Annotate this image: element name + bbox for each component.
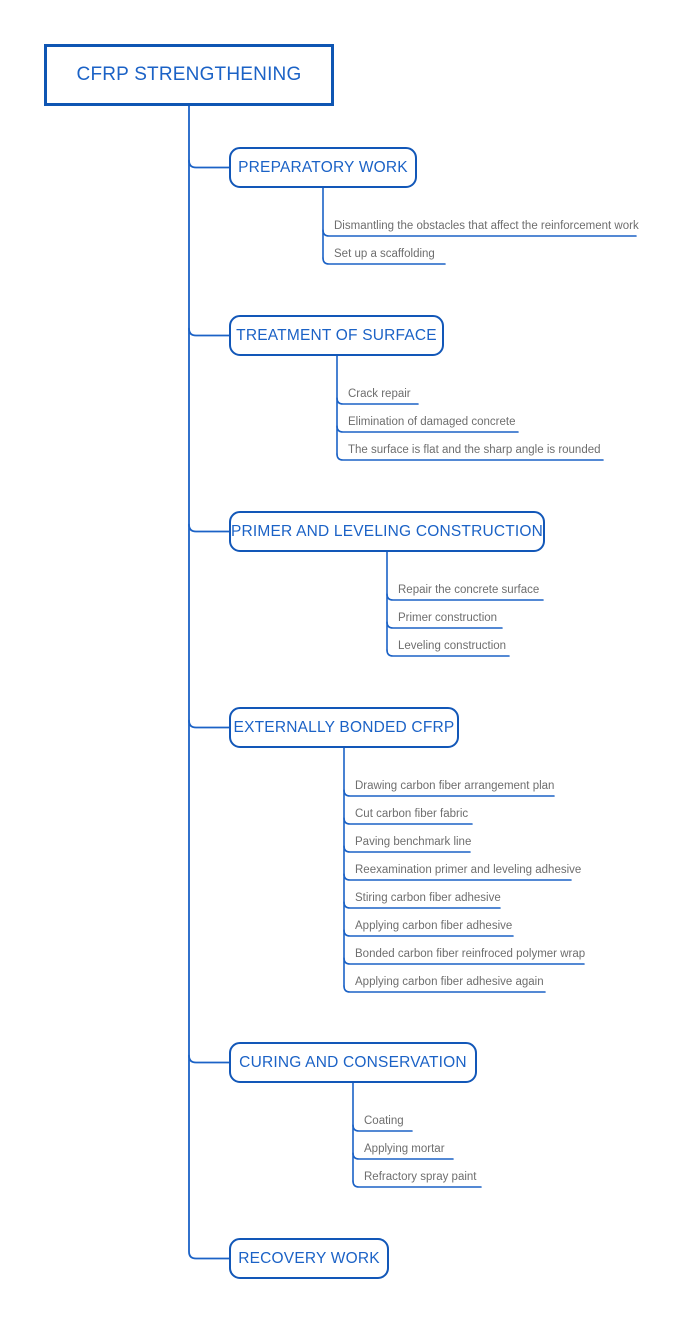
leaf-item-label: Refractory spray paint (364, 1171, 477, 1183)
branch-node-primer-and-leveling-construction-label: PRIMER AND LEVELING CONSTRUCTION (230, 522, 544, 540)
leaf-item[interactable]: Applying mortar (364, 1143, 445, 1156)
leaf-item-label: Leveling construction (398, 640, 507, 652)
leaf-item[interactable]: The surface is flat and the sharp angle … (348, 444, 601, 457)
branch-node-externally-bonded-cfrp[interactable]: EXTERNALLY BONDED CFRP (229, 707, 459, 748)
branch-node-treatment-of-surface-label: TREATMENT OF SURFACE (236, 326, 437, 344)
leaf-item[interactable]: Crack repair (348, 388, 411, 401)
leaf-item[interactable]: Bonded carbon fiber reinfroced polymer w… (355, 948, 585, 961)
branch-connector-primer-and-leveling-construction (188, 523, 230, 533)
leaf-item[interactable]: Applying carbon fiber adhesive again (355, 976, 544, 989)
root-node-label: CFRP STRENGTHENING (76, 64, 302, 85)
branch-connector-preparatory-work (188, 159, 230, 169)
branch-node-preparatory-work[interactable]: PREPARATORY WORK (229, 147, 417, 188)
leaf-item-label: Crack repair (348, 388, 411, 400)
branch-node-externally-bonded-cfrp-label: EXTERNALLY BONDED CFRP (233, 718, 455, 736)
leaf-item[interactable]: Set up a scaffolding (334, 248, 435, 261)
leaf-item-label: Applying carbon fiber adhesive again (355, 976, 544, 988)
leaf-item[interactable]: Refractory spray paint (364, 1171, 477, 1184)
branch-node-treatment-of-surface[interactable]: TREATMENT OF SURFACE (229, 315, 444, 356)
branch-connector-curing-and-conservation (188, 1054, 230, 1064)
leaf-item[interactable]: Elimination of damaged concrete (348, 416, 516, 429)
branch-node-primer-and-leveling-construction[interactable]: PRIMER AND LEVELING CONSTRUCTION (229, 511, 545, 552)
leaf-item-label: Drawing carbon fiber arrangement plan (355, 780, 555, 792)
leaf-item-label: Set up a scaffolding (334, 248, 435, 260)
branch-node-curing-and-conservation[interactable]: CURING AND CONSERVATION (229, 1042, 477, 1083)
leaf-item-label: Elimination of damaged concrete (348, 416, 516, 428)
leaf-item-label: The surface is flat and the sharp angle … (348, 444, 601, 456)
leaf-item-label: Applying mortar (364, 1143, 445, 1155)
leaf-item-label: Stiring carbon fiber adhesive (355, 892, 501, 904)
branch-connector-treatment-of-surface (188, 327, 230, 337)
leaf-item[interactable]: Leveling construction (398, 640, 506, 653)
leaf-item[interactable]: Dismantling the obstacles that affect th… (334, 220, 639, 233)
leaf-item-label: Primer construction (398, 612, 498, 624)
leaf-item-label: Reexamination primer and leveling adhesi… (355, 864, 582, 876)
branch-node-preparatory-work-label: PREPARATORY WORK (238, 158, 408, 176)
leaf-item[interactable]: Applying carbon fiber adhesive (355, 920, 512, 933)
leaf-item[interactable]: Repair the concrete surface (398, 584, 539, 597)
branch-connector-externally-bonded-cfrp (188, 719, 230, 729)
leaf-item-label: Applying carbon fiber adhesive (355, 920, 513, 932)
leaf-item[interactable]: Reexamination primer and leveling adhesi… (355, 864, 581, 877)
leaf-item[interactable]: Cut carbon fiber fabric (355, 808, 468, 821)
leaf-item-label: Paving benchmark line (355, 836, 472, 848)
leaf-item-label: Repair the concrete surface (398, 584, 540, 596)
root-node[interactable]: CFRP STRENGTHENING (44, 44, 334, 106)
branch-node-curing-and-conservation-label: CURING AND CONSERVATION (239, 1053, 467, 1071)
leaf-item[interactable]: Stiring carbon fiber adhesive (355, 892, 501, 905)
leaf-item-label: Bonded carbon fiber reinfroced polymer w… (355, 948, 586, 960)
leaf-item-label: Cut carbon fiber fabric (355, 808, 469, 820)
branch-node-recovery-work[interactable]: RECOVERY WORK (229, 1238, 389, 1279)
leaf-item-label: Coating (364, 1115, 404, 1127)
leaf-item[interactable]: Paving benchmark line (355, 836, 471, 849)
leaf-item[interactable]: Coating (364, 1115, 404, 1128)
leaf-item[interactable]: Primer construction (398, 612, 497, 625)
leaf-item-label: Dismantling the obstacles that affect th… (334, 220, 639, 232)
branch-node-recovery-work-label: RECOVERY WORK (238, 1249, 380, 1267)
trunk-line (188, 105, 230, 1260)
leaf-item[interactable]: Drawing carbon fiber arrangement plan (355, 780, 554, 793)
